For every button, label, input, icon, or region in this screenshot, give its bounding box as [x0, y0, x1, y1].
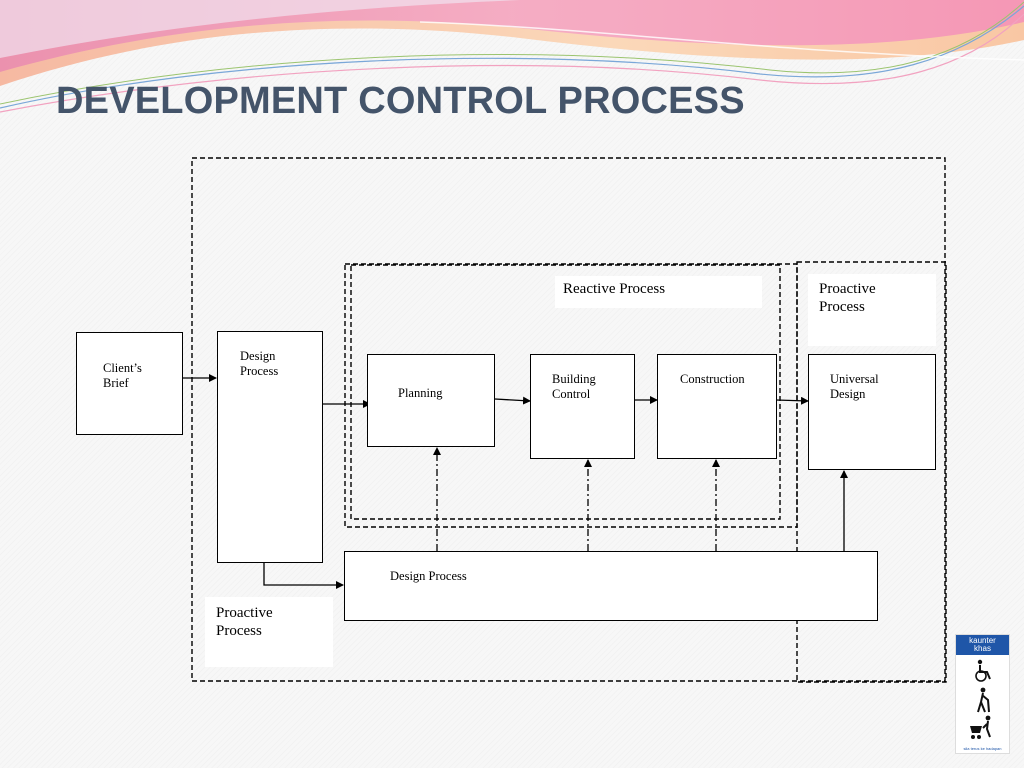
reactive-label-background	[555, 276, 762, 308]
design-process-box: Design Process	[217, 331, 323, 563]
logo-tagline: sila terus ke hadapan	[963, 746, 1002, 751]
proactive-region-right	[796, 261, 947, 683]
slide-title: DEVELOPMENT CONTROL PROCESS	[56, 80, 745, 122]
planning-label: Planning	[398, 386, 443, 400]
wheelchair-icon	[975, 659, 991, 682]
planning-box: Planning	[367, 354, 495, 447]
universal-design-box: Universal Design	[808, 354, 936, 470]
design-process-bottom-label: Design Process	[390, 569, 467, 583]
arrow-design-to-bottom-design	[263, 563, 344, 589]
reactive-process-label: Reactive Process	[563, 281, 666, 297]
outer-proactive-region	[191, 157, 946, 682]
clients-brief-label: Client’s Brief	[103, 361, 142, 390]
design-process-bottom-box: Design Process	[344, 551, 878, 621]
arrow-planning-to-building	[494, 396, 531, 405]
proactive-process-right-label: Proactive Process	[819, 281, 876, 315]
pram-icon	[970, 715, 991, 739]
reactive-region-outer	[344, 263, 798, 528]
proactive-left-label-background	[205, 597, 333, 667]
construction-box: Construction	[657, 354, 777, 459]
decorative-wave-header	[0, 0, 1024, 113]
clients-brief-box: Client’s Brief	[76, 332, 183, 435]
proactive-right-label-background	[808, 274, 936, 346]
construction-label: Construction	[680, 372, 745, 386]
design-process-label: Design Process	[240, 349, 279, 378]
elderly-person-icon	[977, 687, 990, 713]
arrow-construction-to-universal	[775, 396, 809, 405]
building-control-box: Building Control	[530, 354, 635, 459]
building-control-label: Building Control	[552, 372, 596, 401]
reactive-region-inner	[350, 264, 781, 520]
proactive-process-left-label: Proactive Process	[216, 605, 273, 639]
universal-design-label: Universal Design	[830, 372, 879, 401]
